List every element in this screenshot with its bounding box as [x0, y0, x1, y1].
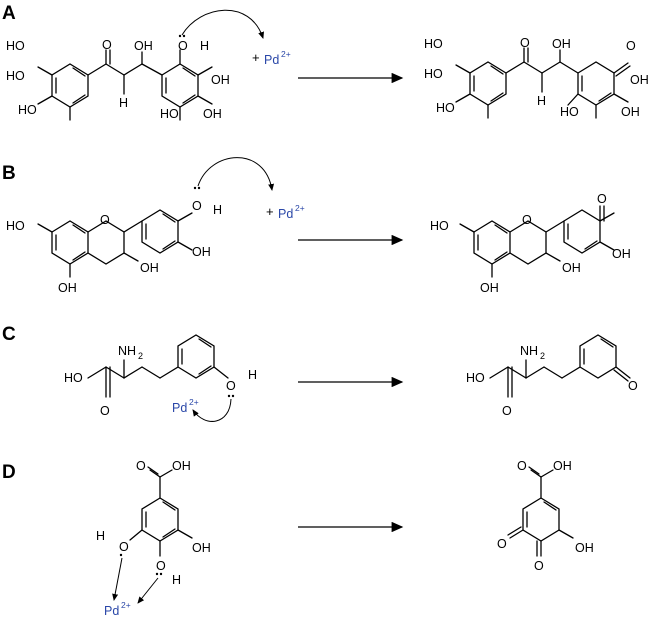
svg-text:O: O [192, 199, 202, 213]
svg-text:2+: 2+ [189, 397, 199, 407]
svg-text:HO: HO [560, 105, 579, 119]
svg-text:O: O [534, 559, 544, 573]
svg-text:HO: HO [64, 371, 83, 385]
svg-text:H: H [537, 94, 546, 108]
electron-arrow-c [192, 398, 232, 422]
panel-label-b: B [2, 163, 16, 184]
panel-a-product: HO HO HO O OH H HO OH OH O [424, 36, 649, 119]
svg-text:HO: HO [6, 39, 25, 53]
svg-text:O: O [502, 404, 512, 418]
electron-arrow-d1 [112, 557, 123, 601]
svg-text:Pd: Pd [104, 604, 119, 618]
panel-b-reactant: O HO OH OH OH O H [6, 186, 222, 295]
svg-text:OH: OH [575, 541, 594, 555]
svg-text:O: O [626, 39, 636, 53]
svg-text:2+: 2+ [281, 49, 291, 59]
svg-text:O: O [119, 540, 129, 554]
svg-text:H: H [172, 573, 181, 587]
svg-text:OH: OH [553, 459, 572, 473]
svg-text:OH: OH [630, 73, 649, 87]
svg-text:OH: OH [203, 107, 222, 121]
svg-text:Pd: Pd [278, 207, 293, 221]
reagent-a: + [252, 50, 260, 65]
panel-a-reactant: HO HO HO O OH H HO OH OH O H [6, 34, 230, 121]
svg-text:O: O [136, 459, 146, 473]
svg-text:NH: NH [520, 344, 538, 358]
svg-text:O: O [597, 192, 607, 206]
svg-text:HO: HO [6, 219, 25, 233]
svg-text:HO: HO [424, 67, 443, 81]
svg-text:O: O [102, 38, 112, 52]
svg-text:H: H [119, 96, 128, 110]
svg-text:O: O [497, 537, 507, 551]
svg-text:OH: OH [621, 105, 640, 119]
svg-text:OH: OH [480, 281, 499, 295]
svg-text:O: O [178, 39, 188, 53]
svg-text:O: O [100, 213, 110, 227]
svg-text:O: O [628, 379, 638, 393]
electron-arrow-a [181, 9, 264, 39]
svg-text:O: O [226, 379, 236, 393]
svg-text:HO: HO [18, 103, 37, 117]
svg-text:2: 2 [540, 351, 545, 361]
svg-text:Pd: Pd [172, 401, 187, 415]
svg-text:H: H [96, 529, 105, 543]
panel-d-reactant: O OH OH O H O H [96, 459, 211, 587]
panel-label-a: A [2, 3, 16, 24]
svg-text:OH: OH [562, 261, 581, 275]
svg-text:O: O [100, 404, 110, 418]
svg-text:O: O [156, 559, 166, 573]
svg-text:Pd: Pd [264, 53, 279, 67]
svg-text:OH: OH [612, 247, 631, 261]
electron-arrow-b [197, 157, 275, 191]
svg-text:2: 2 [138, 351, 143, 361]
svg-text:OH: OH [58, 281, 77, 295]
svg-text:+: + [266, 204, 274, 219]
panel-c-reactant: HO O NH 2 O H [64, 334, 257, 418]
svg-text:H: H [213, 203, 222, 217]
svg-text:HO: HO [160, 107, 179, 121]
svg-text:OH: OH [211, 73, 230, 87]
svg-text:HO: HO [430, 219, 449, 233]
svg-text:HO: HO [424, 37, 443, 51]
svg-text:2+: 2+ [121, 600, 131, 610]
svg-text:HO: HO [6, 69, 25, 83]
svg-text:NH: NH [118, 344, 136, 358]
svg-text:H: H [248, 368, 257, 382]
panel-b-product: O HO OH OH OH O [430, 192, 631, 295]
svg-text:O: O [522, 213, 532, 227]
panel-c-product: HO O NH 2 O [466, 334, 638, 418]
svg-text:OH: OH [134, 39, 153, 53]
svg-text:O: O [517, 459, 527, 473]
svg-text:OH: OH [552, 37, 571, 51]
svg-text:OH: OH [192, 245, 211, 259]
svg-text:O: O [520, 36, 530, 50]
electron-arrow-d2 [137, 577, 159, 604]
panel-label-d: D [2, 462, 16, 483]
svg-text:OH: OH [192, 541, 211, 555]
svg-text:HO: HO [436, 101, 455, 115]
panel-label-c: C [2, 324, 16, 345]
panel-d-product: O OH OH O O [497, 459, 594, 573]
svg-text:OH: OH [172, 459, 191, 473]
svg-text:2+: 2+ [295, 203, 305, 213]
svg-text:OH: OH [140, 261, 159, 275]
svg-text:HO: HO [466, 371, 485, 385]
svg-text:H: H [200, 39, 209, 53]
